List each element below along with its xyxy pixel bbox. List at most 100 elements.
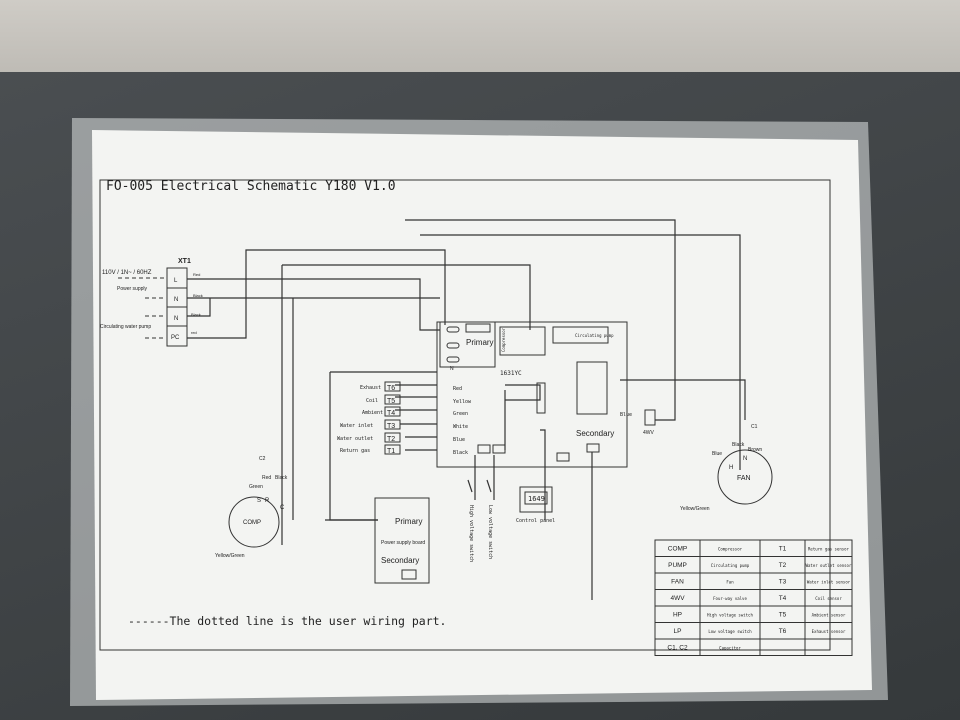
sensor-t5: Coil T5 Yellow bbox=[366, 394, 472, 405]
valve-wire-label: Blue bbox=[620, 412, 632, 418]
sensor-name: Coil bbox=[366, 398, 378, 404]
terminal-l: L bbox=[174, 278, 178, 284]
psu-secondary-label: Secondary bbox=[381, 556, 419, 565]
sensor-id: T1 bbox=[387, 448, 395, 455]
legend-cell: Four-way valve bbox=[713, 596, 747, 601]
terminal-block-xt1: XT1 110V / 1N~ / 60HZ Power supply Circu… bbox=[100, 258, 203, 347]
wire-label: White bbox=[453, 424, 468, 430]
high-voltage-switch-label: High voltage switch bbox=[468, 505, 474, 562]
sensor-t4: Ambient T4 Green bbox=[362, 406, 468, 417]
fan-wire-brown: Brown bbox=[748, 447, 762, 453]
main-board: Primary N Compressor Circulating pump 16… bbox=[436, 321, 628, 468]
supply-label: 110V / 1N~ / 60HZ bbox=[102, 270, 152, 276]
legend-cell: HP bbox=[673, 611, 682, 618]
sensor-id: T6 bbox=[387, 385, 395, 392]
compressor: COMP C2 Red Black Green S R C Yellow/Gre… bbox=[215, 456, 288, 559]
schematic-title: FO-005 Electrical Schematic Y180 V1.0 bbox=[106, 179, 396, 194]
legend-cell: Ambient sensor bbox=[812, 612, 846, 617]
legend-cell: COMP bbox=[668, 545, 688, 552]
wire-label: Green bbox=[453, 411, 468, 417]
wiring bbox=[187, 219, 746, 600]
fan-motor: Blue 4WV FAN C1 Black Brown Blue H N Yel… bbox=[620, 409, 773, 512]
legend-row: C1, C2 Capacitor bbox=[654, 638, 853, 656]
fan-wire-blue: Blue bbox=[712, 451, 722, 457]
sensor-t6: Exhaust T6 Red bbox=[360, 381, 462, 392]
sensor-name: Ambient bbox=[362, 410, 383, 416]
pressure-switches: High voltage switch Low voltage switch bbox=[467, 455, 495, 562]
board-primary-label: Primary bbox=[466, 338, 494, 347]
c1-label: C1 bbox=[751, 424, 758, 430]
legend-cell: T3 bbox=[779, 578, 787, 585]
legend-cell: FAN bbox=[671, 578, 684, 585]
compressor-relay-label: Compressor bbox=[501, 327, 506, 352]
terminal-n1: N bbox=[174, 297, 178, 303]
wire-label: Black bbox=[191, 312, 201, 317]
sensor-name: Water inlet bbox=[340, 423, 373, 429]
comp-wire-green: Green bbox=[249, 484, 263, 490]
four-way-valve-label: 4WV bbox=[643, 430, 655, 436]
board-n-label: N bbox=[450, 366, 454, 372]
legend-cell: T1 bbox=[779, 545, 787, 552]
fan-h-pin: H bbox=[729, 465, 733, 471]
sensor-id: T4 bbox=[387, 410, 395, 417]
control-panel-label: Control panel bbox=[516, 518, 555, 524]
comp-pin: S bbox=[257, 498, 261, 504]
psu-label: Power supply board bbox=[381, 540, 425, 546]
board-secondary-label: Secondary bbox=[576, 429, 614, 438]
pump-label: Circulating water pump bbox=[100, 324, 151, 330]
legend-cell: T6 bbox=[779, 628, 787, 635]
legend-cell: LP bbox=[674, 628, 682, 635]
legend-cell: Circulating pump bbox=[711, 563, 750, 568]
sensor-name: Return gas bbox=[340, 448, 370, 454]
comp-ground-label: Yellow/Green bbox=[215, 553, 245, 559]
wire-label: red bbox=[191, 330, 197, 335]
legend-cell: Fan bbox=[726, 579, 734, 584]
legend-cell: PUMP bbox=[668, 562, 687, 569]
terminal-n2: N bbox=[174, 316, 178, 322]
wire-label: Red bbox=[193, 272, 200, 277]
comp-label: COMP bbox=[243, 520, 261, 526]
pump-relay-label: Circulating pump bbox=[575, 333, 614, 338]
wire-label: Black bbox=[453, 450, 468, 456]
wire-label: Yellow bbox=[453, 399, 472, 405]
psu-primary-label: Primary bbox=[395, 517, 423, 526]
drawing-frame bbox=[99, 179, 831, 651]
power-supply-board: Primary Power supply board Secondary bbox=[374, 497, 430, 584]
control-panel: 1649 Control panel bbox=[516, 486, 555, 524]
legend-cell: Water outlet sensor bbox=[806, 563, 852, 568]
fan-label: FAN bbox=[737, 475, 751, 482]
legend-cell: T5 bbox=[779, 611, 787, 618]
control-panel-display: 1649 bbox=[528, 495, 545, 503]
board-model: 1631YC bbox=[500, 370, 522, 377]
fan-ground-label: Yellow/Green bbox=[680, 506, 710, 512]
legend-cell: C1, C2 bbox=[667, 644, 688, 651]
legend-cell: T4 bbox=[779, 595, 787, 602]
power-supply-label: Power supply bbox=[117, 286, 148, 292]
legend-cell: Return gas sensor bbox=[808, 546, 850, 551]
sensor-name: Water outlet bbox=[337, 436, 373, 442]
comp-wire-black: Black bbox=[275, 475, 288, 481]
wire-label: Red bbox=[453, 386, 462, 392]
sensor-id: T2 bbox=[387, 436, 395, 443]
legend-cell: Compressor bbox=[718, 546, 743, 551]
sensor-t3: Water inlet T3 White bbox=[340, 419, 468, 430]
wire-label: Black bbox=[193, 293, 203, 298]
sensor-name: Exhaust bbox=[360, 385, 381, 391]
comp-pin: R bbox=[265, 498, 270, 504]
legend-cell: 4WV bbox=[670, 595, 685, 602]
legend-cell: Capacitor bbox=[719, 645, 741, 650]
xt1-label: XT1 bbox=[178, 258, 191, 265]
fan-wire-black: Black bbox=[732, 442, 745, 448]
sensor-id: T5 bbox=[387, 398, 395, 405]
paper-sheet bbox=[92, 130, 872, 700]
c2-label: C2 bbox=[259, 456, 266, 462]
footnote: ------The dotted line is the user wiring… bbox=[128, 614, 447, 628]
terminal-pc: PC bbox=[171, 335, 180, 341]
legend-cell: Exhaust sensor bbox=[812, 629, 846, 634]
sensor-id: T3 bbox=[387, 423, 395, 430]
legend-cell: High voltage switch bbox=[707, 612, 753, 617]
